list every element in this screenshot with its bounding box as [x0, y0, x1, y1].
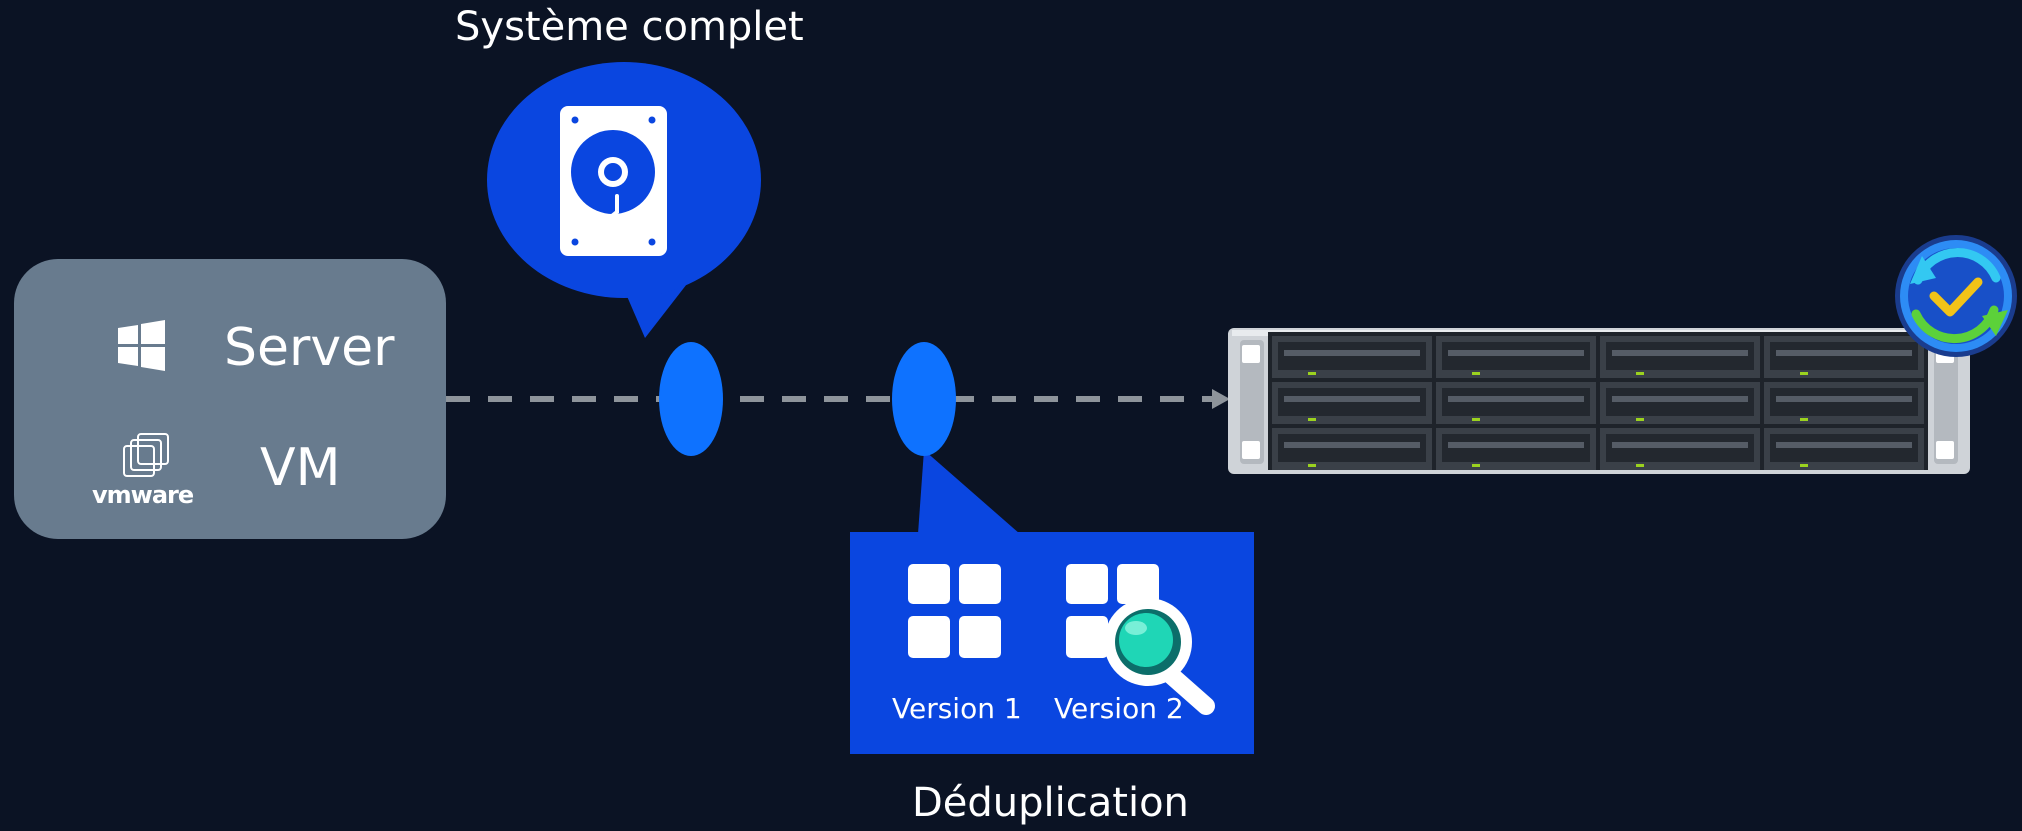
nas-drive-bays — [1272, 336, 1924, 470]
source-box — [14, 259, 446, 539]
nas-drive-bay — [1764, 428, 1924, 470]
connector-node-full-system — [659, 342, 723, 456]
nas-drive-bay — [1600, 382, 1760, 424]
full-system-title: Système complet — [455, 4, 804, 50]
nas-drive-bay — [1436, 336, 1596, 378]
connector-line — [446, 389, 1230, 409]
nas-drive-bay — [1436, 382, 1596, 424]
dedup-caption: Déduplication — [912, 780, 1189, 826]
vmware-logo-text: vmware — [92, 481, 194, 509]
nas-drive-bay — [1436, 428, 1596, 470]
nas-drive-bay — [1764, 336, 1924, 378]
nas-drive-bay — [1764, 382, 1924, 424]
version1-label: Version 1 — [892, 692, 1022, 725]
server-label: Server — [224, 318, 395, 378]
vmware-logo-icon — [123, 433, 169, 477]
nas-drive-bay — [1600, 336, 1760, 378]
dedup-box — [850, 450, 1254, 754]
hard-drive-icon — [560, 106, 667, 256]
connector-node-dedup — [892, 342, 956, 456]
version1-grid-icon — [908, 564, 1001, 658]
magnifier-icon — [1104, 598, 1215, 715]
nas-drive-bay — [1272, 336, 1432, 378]
vm-label: VM — [260, 438, 341, 498]
version2-grid-icon — [1066, 564, 1159, 658]
nas-drive-bay — [1272, 428, 1432, 470]
windows-logo-icon — [118, 320, 165, 371]
nas-drive-bay — [1272, 382, 1432, 424]
arrow-head-icon — [1212, 389, 1230, 409]
nas-drive-bay — [1600, 428, 1760, 470]
nas-rack-icon — [1228, 328, 1970, 474]
version2-label: Version 2 — [1054, 692, 1184, 725]
full-system-bubble — [487, 62, 761, 338]
backup-sync-check-icon — [1895, 235, 2017, 357]
